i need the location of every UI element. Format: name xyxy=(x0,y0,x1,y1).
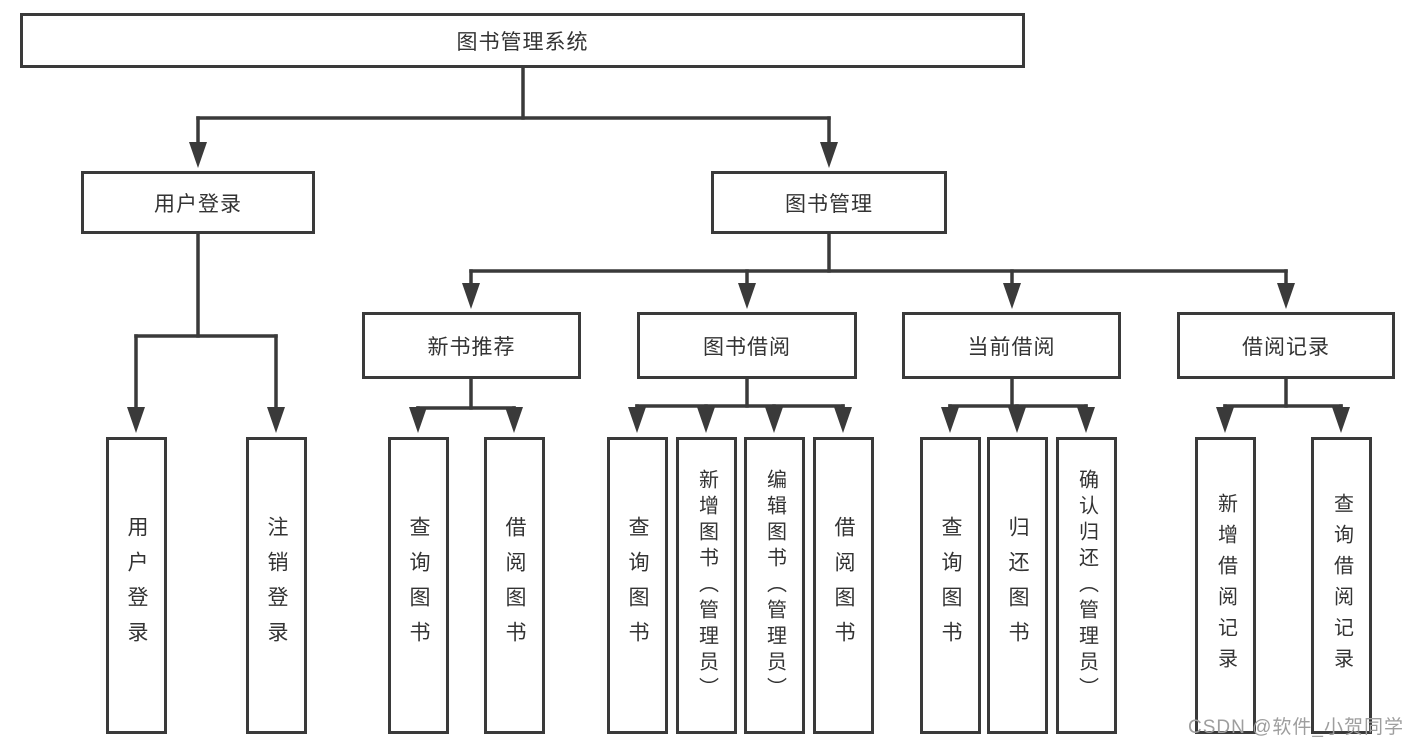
node-label: 新书推荐 xyxy=(427,335,516,359)
node-current-borrowing: 当前借阅 xyxy=(902,312,1121,379)
node-label: 图书管理 xyxy=(785,192,873,216)
leaf-label: 注销登录 xyxy=(265,515,288,656)
node-new-book-recommend: 新书推荐 xyxy=(362,312,581,379)
leaf-edit-books-admin: 编辑图书（管理员） xyxy=(744,437,805,734)
node-label: 借阅记录 xyxy=(1242,335,1330,359)
leaf-add-books-admin: 新增图书（管理员） xyxy=(676,437,737,734)
leaf-return-books: 归还图书 xyxy=(987,437,1048,734)
leaf-label: 新增借阅记录 xyxy=(1214,492,1237,679)
node-library-management-system: 图书管理系统 xyxy=(20,13,1025,68)
node-label: 当前借阅 xyxy=(967,335,1056,359)
node-label: 用户登录 xyxy=(154,192,242,216)
leaf-label: 借阅图书 xyxy=(503,515,526,656)
node-label: 图书管理系统 xyxy=(456,30,589,54)
node-book-management: 图书管理 xyxy=(711,171,947,234)
leaf-borrow-books-2: 借阅图书 xyxy=(813,437,874,734)
leaf-label: 查询图书 xyxy=(939,515,962,656)
leaf-query-borrow-record: 查询借阅记录 xyxy=(1311,437,1372,734)
leaf-label: 编辑图书（管理员） xyxy=(763,468,786,703)
csdn-watermark: CSDN @软件_小贺同学 xyxy=(1188,717,1404,738)
node-label: 图书借阅 xyxy=(703,335,791,359)
leaf-query-books-1: 查询图书 xyxy=(388,437,449,734)
leaf-label: 新增图书（管理员） xyxy=(695,468,718,703)
leaf-logout: 注销登录 xyxy=(246,437,307,734)
leaf-label: 借阅图书 xyxy=(832,515,855,656)
node-borrowing-records: 借阅记录 xyxy=(1177,312,1395,379)
leaf-label: 确认归还（管理员） xyxy=(1075,468,1098,703)
leaf-user-login: 用户登录 xyxy=(106,437,167,734)
leaf-label: 查询图书 xyxy=(626,515,649,656)
leaf-add-borrow-record: 新增借阅记录 xyxy=(1195,437,1256,734)
leaf-query-books-2: 查询图书 xyxy=(607,437,668,734)
leaf-label: 归还图书 xyxy=(1006,515,1029,656)
leaf-borrow-books-1: 借阅图书 xyxy=(484,437,545,734)
leaf-label: 查询图书 xyxy=(407,515,430,656)
node-user-login: 用户登录 xyxy=(81,171,315,234)
leaf-label: 查询借阅记录 xyxy=(1330,492,1353,679)
leaf-query-books-3: 查询图书 xyxy=(920,437,981,734)
leaf-label: 用户登录 xyxy=(125,515,148,656)
leaf-confirm-return-admin: 确认归还（管理员） xyxy=(1056,437,1117,734)
node-book-borrowing: 图书借阅 xyxy=(637,312,857,379)
